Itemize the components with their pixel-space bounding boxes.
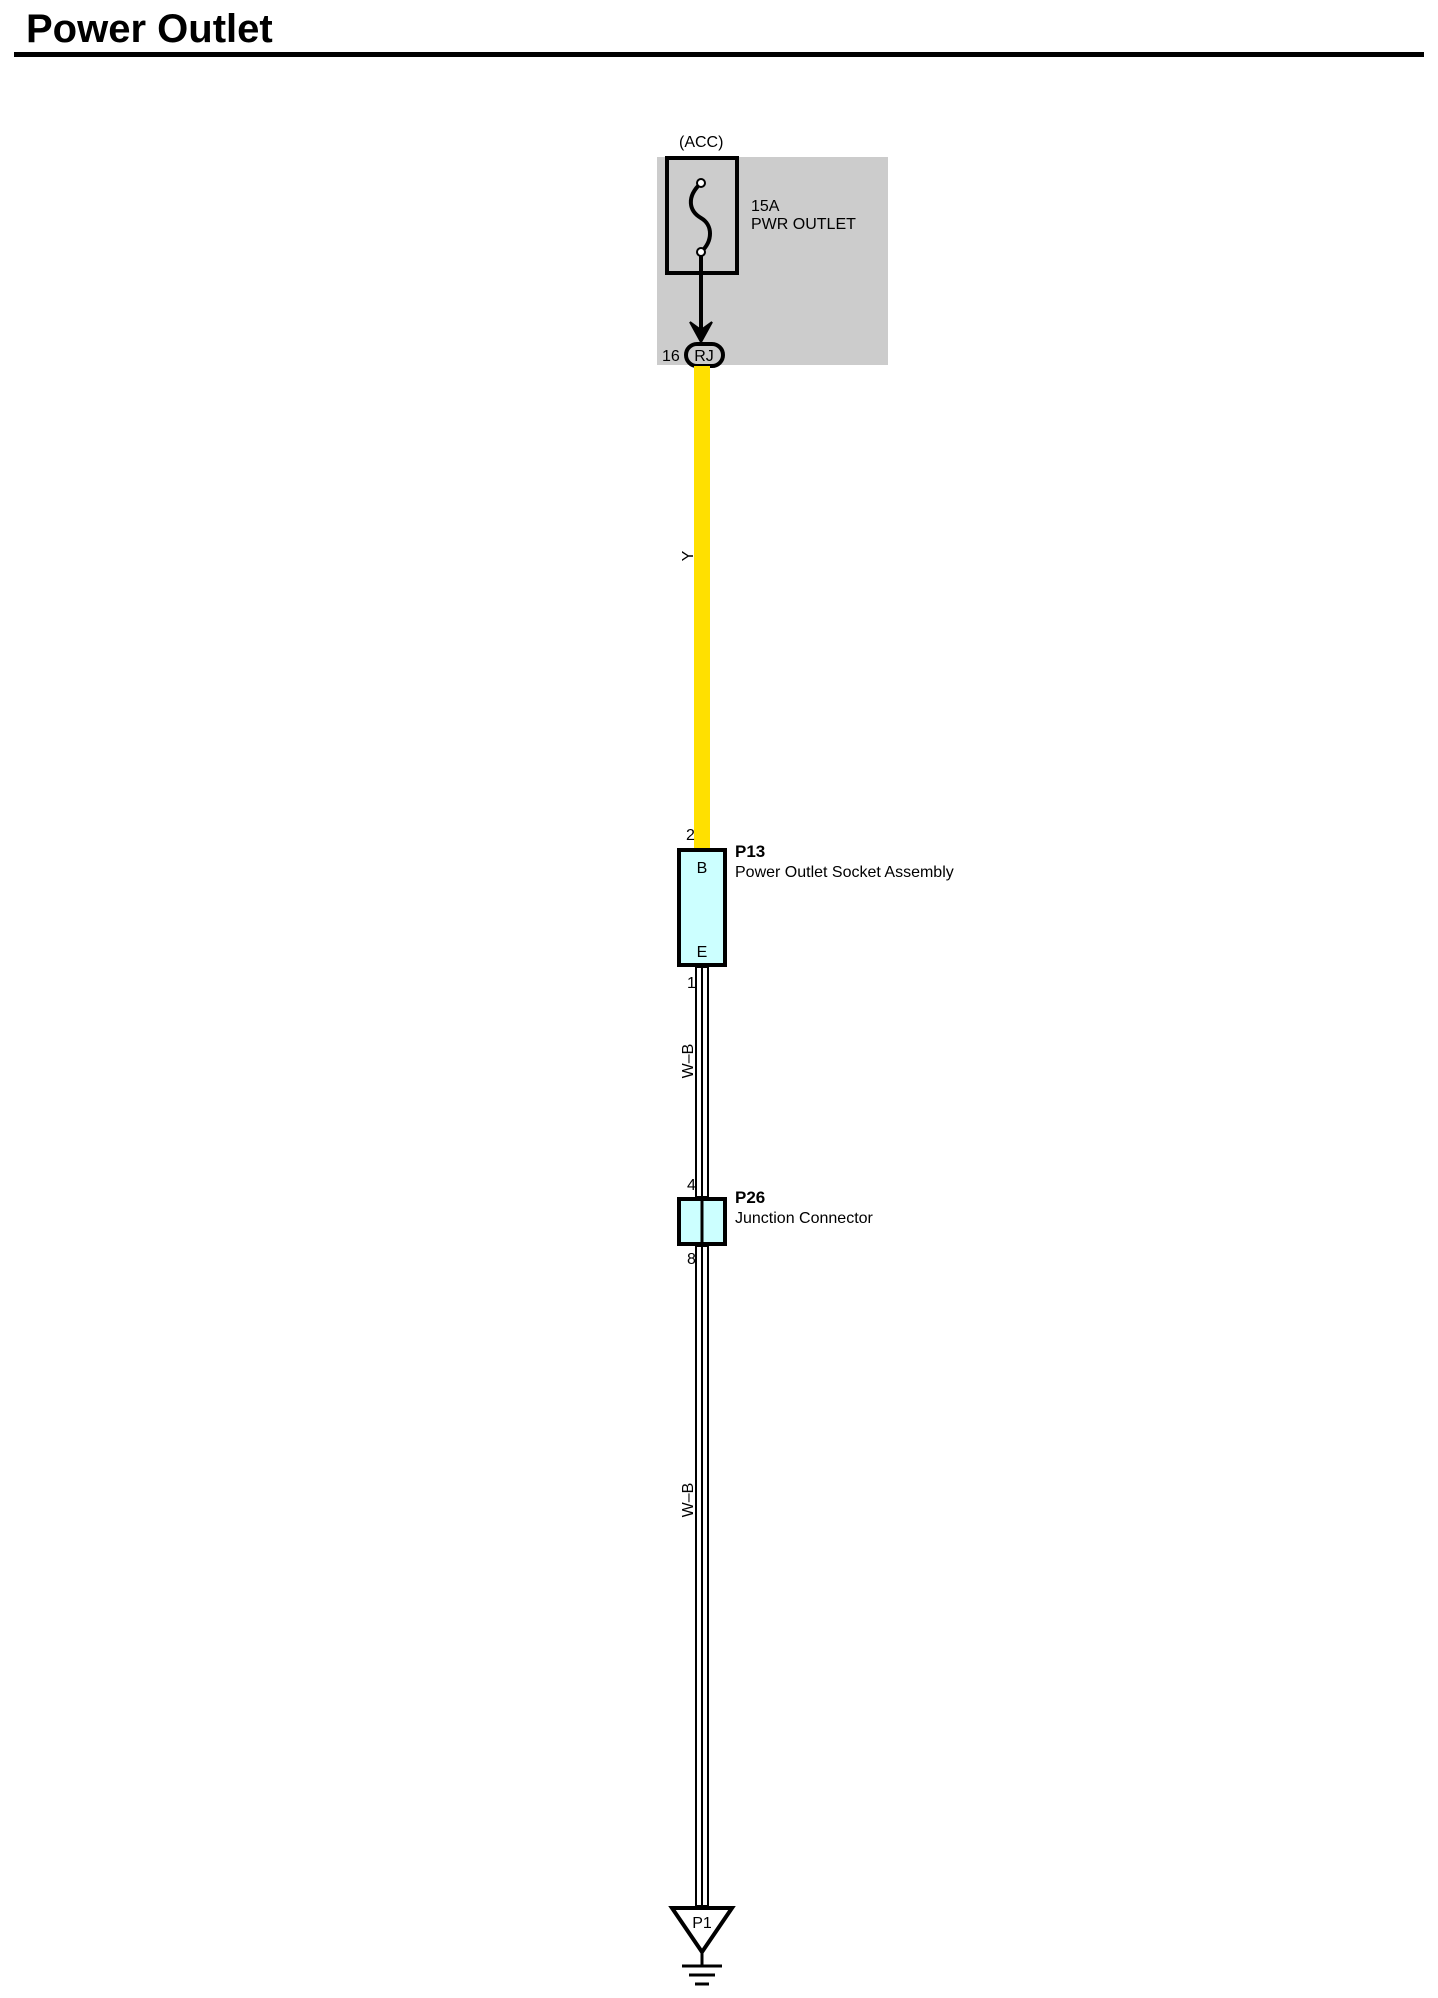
wire-middle-color-code: W–B — [680, 1044, 697, 1079]
p13-pin-top: 2 — [686, 827, 695, 844]
ground-icon — [682, 1964, 722, 1986]
wire-yellow — [694, 366, 710, 849]
wire-yellow-color-code: Y — [680, 550, 697, 561]
p13-code: P13 — [735, 842, 765, 861]
connector-rj-pin: 16 — [662, 348, 680, 365]
arrow-down-icon — [689, 321, 713, 345]
p13-terminal-b: B — [697, 860, 708, 877]
p26-code: P26 — [735, 1188, 765, 1207]
fuse-terminal-bottom — [696, 247, 706, 257]
fuse-terminal-top — [696, 178, 706, 188]
connector-rj-label: RJ — [694, 348, 714, 365]
ground-triangle — [668, 1906, 736, 1956]
component-p13: 2 B E P13 Power Outlet Socket Assembly 1 — [677, 827, 954, 992]
wire-white-black-lower — [695, 1245, 709, 1907]
wire-white-black-middle — [695, 966, 709, 1198]
page-title: Power Outlet — [26, 7, 273, 51]
p13-body — [677, 848, 727, 967]
p26-name: Junction Connector — [735, 1210, 874, 1227]
fuse-icon — [688, 181, 712, 254]
fuse-block: (ACC) 15A PWR OUTLET RJ 16 — [657, 134, 888, 368]
p13-terminal-e: E — [697, 944, 708, 961]
component-p26: 4 P26 Junction Connector 8 — [677, 1177, 874, 1268]
title-rule — [14, 52, 1424, 57]
ground-code: P1 — [692, 1915, 712, 1932]
p26-pin-top: 4 — [687, 1177, 696, 1194]
power-source-label: (ACC) — [679, 134, 723, 151]
p13-pin-bottom: 1 — [687, 975, 696, 992]
fuse-box-background — [657, 157, 888, 365]
ground-p1: P1 — [668, 1906, 736, 1986]
wire-lower-color-code: W–B — [680, 1483, 697, 1518]
p13-name: Power Outlet Socket Assembly — [735, 864, 954, 881]
p26-pin-bottom: 8 — [687, 1251, 696, 1268]
fuse-name-label: PWR OUTLET — [751, 216, 856, 233]
fuse-rating-label: 15A — [751, 198, 780, 215]
